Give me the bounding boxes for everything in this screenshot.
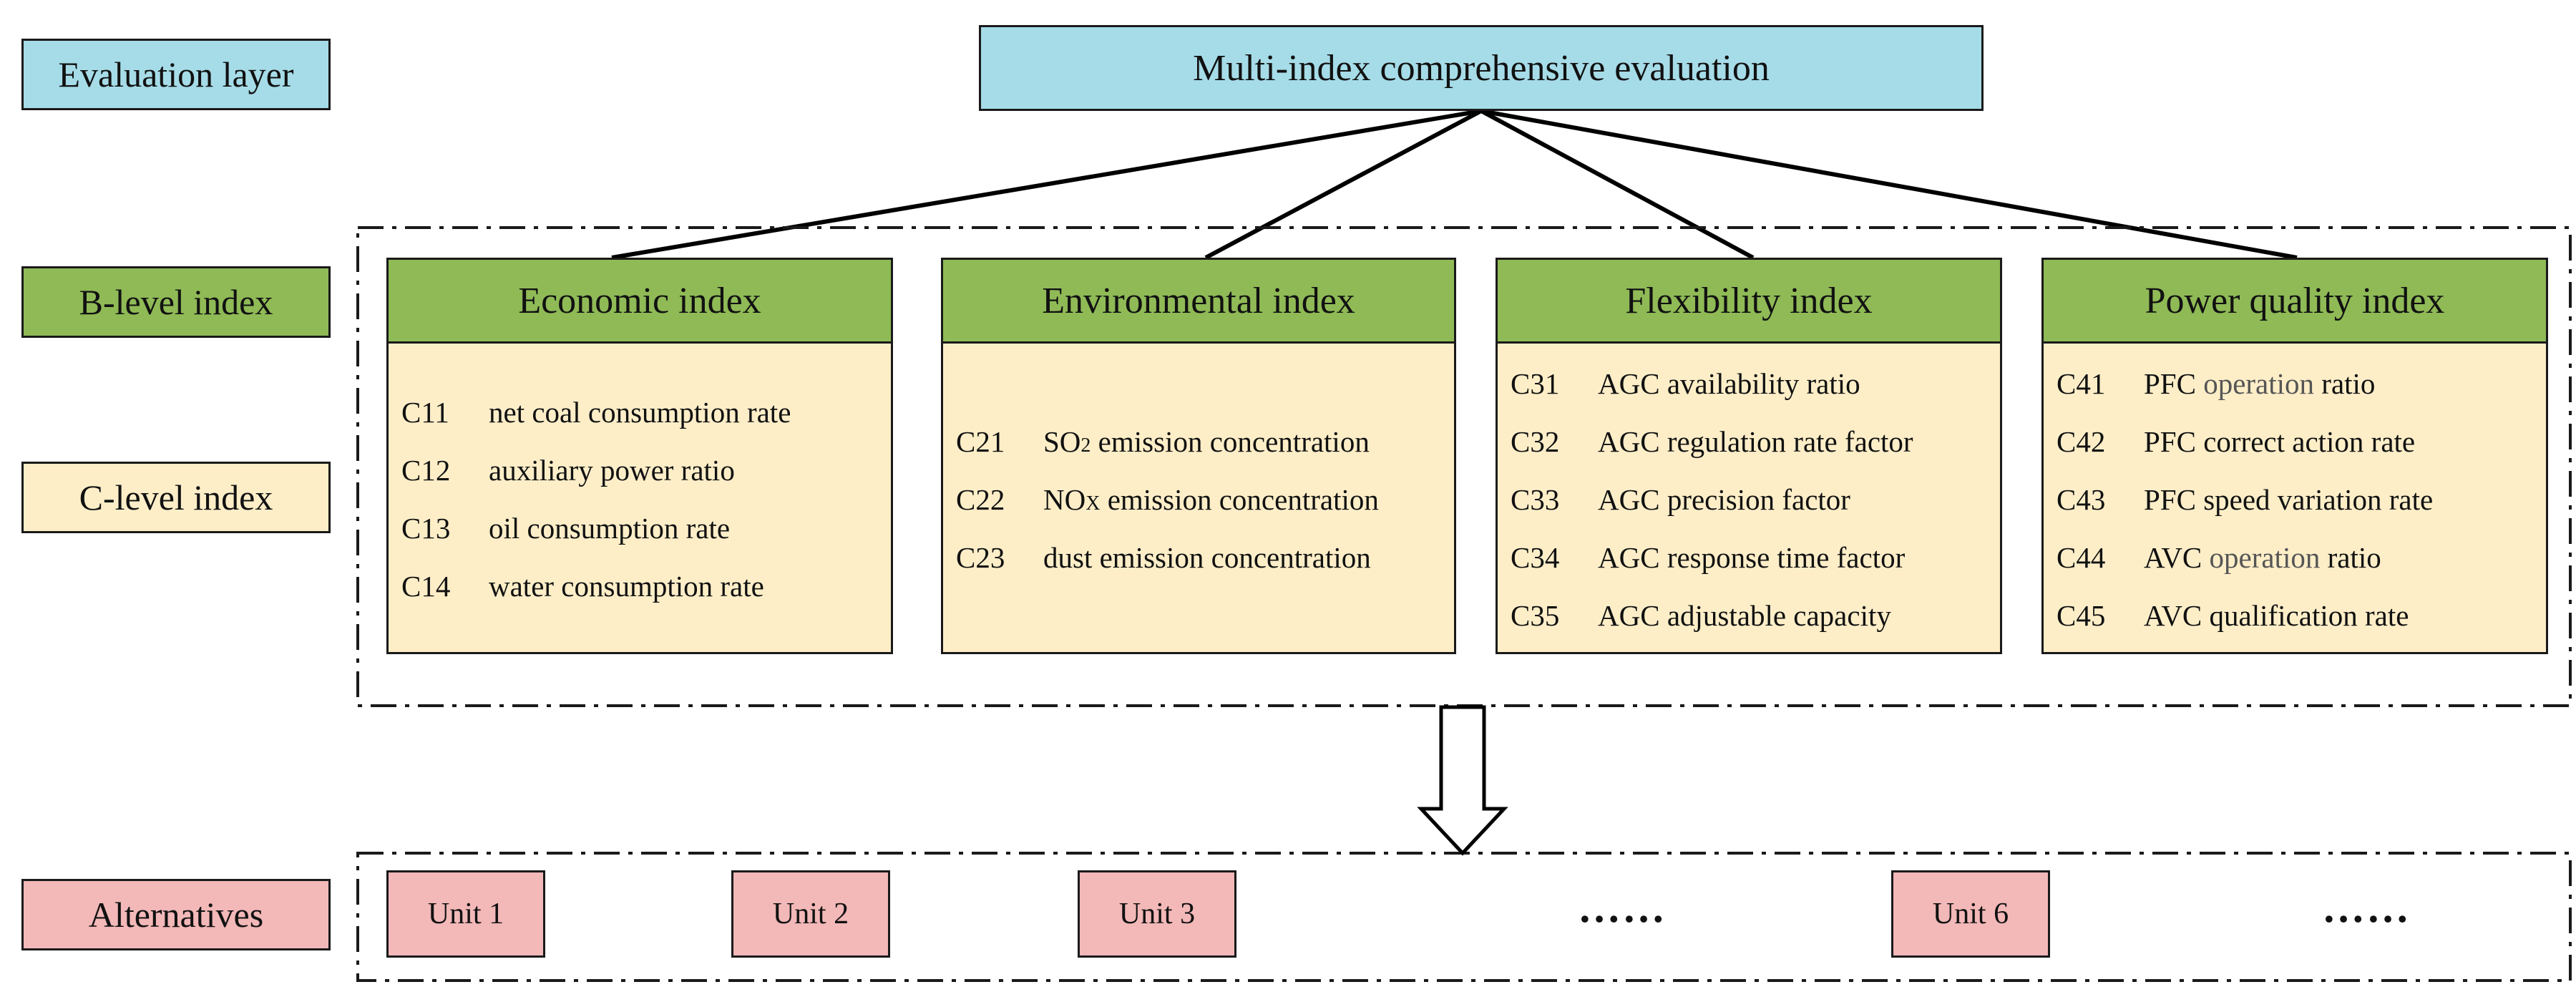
c-index-label: auxiliary power ratio — [489, 454, 735, 487]
down-arrow — [1417, 705, 1508, 856]
c-index-item: C34 AGC response time factor — [1511, 540, 1905, 575]
c-index-economic-list: C11 net coal consumption rate C12 auxiliar… — [386, 344, 893, 654]
b-index-power-quality-title: Power quality index — [2145, 280, 2445, 321]
c-index-label: net coal consumption rate — [489, 396, 791, 429]
ellipsis-2: …… — [2322, 884, 2411, 931]
b-index-flexibility-title: Flexibility index — [1625, 280, 1873, 321]
c-index-flexibility-list: C31 AGC availability ratio C32 AGC regulat… — [1496, 344, 2002, 654]
c-index-power-quality-list: C41 PFC operation ratio C42 PFC correct ac… — [2041, 344, 2548, 654]
ellipsis-1: …… — [1578, 884, 1667, 931]
c-index-label: AGC response time factor — [1598, 541, 1906, 574]
c-index-code: C42 — [2057, 425, 2106, 458]
unit-1-label: Unit 1 — [427, 898, 504, 930]
c-index-label: SO2 emission concentration — [1043, 425, 1370, 458]
c-index-code: C22 — [956, 483, 1005, 516]
evaluation-layer-label: Evaluation layer — [21, 39, 331, 110]
c-index-item: C23 dust emission concentration — [956, 540, 1371, 575]
c-index-code: C23 — [956, 541, 1005, 574]
c-index-code: C44 — [2057, 541, 2106, 574]
c-index-item: C32 AGC regulation rate factor — [1511, 424, 1913, 459]
c-index-label: AGC availability ratio — [1598, 367, 1860, 400]
c-index-code: C13 — [401, 512, 451, 545]
b-level-label: B-level index — [21, 266, 331, 338]
c-index-item: C12 auxiliary power ratio — [401, 453, 735, 487]
unit-3-label: Unit 3 — [1118, 898, 1196, 930]
unit-2-label: Unit 2 — [772, 898, 849, 930]
c-index-item: C13 oil consumption rate — [401, 511, 730, 545]
unit-3-box: Unit 3 — [1078, 870, 1236, 958]
c-index-item: C33 AGC precision factor — [1511, 482, 1850, 517]
c-index-label: PFC speed variation rate — [2144, 483, 2434, 516]
c-index-label: AVC qualification rate — [2144, 599, 2409, 632]
b-index-power-quality: Power quality index — [2041, 258, 2548, 344]
c-index-item: C22 NOX emission concentration — [956, 482, 1379, 517]
unit-6-box: Unit 6 — [1891, 870, 2050, 958]
c-index-item: C21 SO2 emission concentration — [956, 424, 1370, 459]
alternatives-label: Alternatives — [21, 879, 331, 950]
b-level-text: B-level index — [79, 282, 273, 322]
c-index-code: C21 — [956, 425, 1005, 458]
connector-economic — [611, 109, 1482, 260]
c-index-label: oil consumption rate — [489, 512, 731, 545]
c-index-code: C11 — [401, 396, 449, 429]
c-index-label: AVC operation ratio — [2144, 541, 2381, 574]
c-index-item: C43 PFC speed variation rate — [2057, 482, 2433, 517]
c-index-label: AGC adjustable capacity — [1598, 599, 1891, 632]
b-index-flexibility: Flexibility index — [1496, 258, 2002, 344]
c-index-label: dust emission concentration — [1043, 541, 1371, 574]
b-index-environmental: Environmental index — [941, 258, 1456, 344]
c-index-code: C35 — [1511, 599, 1560, 632]
c-level-text: C-level index — [79, 477, 273, 517]
multi-index-evaluation-box: Multi-index comprehensive evaluation — [979, 25, 1984, 111]
b-index-economic-title: Economic index — [518, 280, 761, 321]
c-index-code: C14 — [401, 570, 451, 603]
c-index-label: AGC precision factor — [1598, 483, 1850, 516]
connector-power-quality — [1480, 109, 2298, 260]
multi-index-evaluation-title: Multi-index comprehensive evaluation — [1193, 47, 1770, 89]
c-index-item: C41 PFC operation ratio — [2057, 366, 2375, 401]
c-index-item: C31 AGC availability ratio — [1511, 366, 1860, 401]
c-index-code: C33 — [1511, 483, 1560, 516]
c-index-item: C42 PFC correct action rate — [2057, 424, 2415, 459]
connector-environmental — [1204, 109, 1483, 260]
c-index-code: C45 — [2057, 599, 2106, 632]
c-index-code: C31 — [1511, 367, 1560, 400]
unit-2-box: Unit 2 — [731, 870, 890, 958]
c-index-label: AGC regulation rate factor — [1598, 425, 1913, 458]
c-index-label: PFC correct action rate — [2144, 425, 2416, 458]
c-index-label: PFC operation ratio — [2144, 367, 2376, 400]
c-index-code: C12 — [401, 454, 451, 487]
c-index-item: C14 water consumption rate — [401, 569, 764, 603]
evaluation-layer-text: Evaluation layer — [58, 54, 294, 94]
c-index-label: NOX emission concentration — [1043, 483, 1379, 516]
c-index-code: C41 — [2057, 367, 2106, 400]
c-index-environmental-list: C21 SO2 emission concentration C22 NOX emi… — [941, 344, 1456, 654]
c-index-label: water consumption rate — [489, 570, 764, 603]
c-index-code: C34 — [1511, 541, 1560, 574]
c-index-code: C43 — [2057, 483, 2106, 516]
connector-flexibility — [1480, 109, 1755, 260]
c-index-item: C44 AVC operation ratio — [2057, 540, 2381, 575]
unit-1-box: Unit 1 — [386, 870, 545, 958]
c-index-item: C35 AGC adjustable capacity — [1511, 598, 1891, 633]
alternatives-text: Alternatives — [88, 895, 264, 935]
c-index-item: C45 AVC qualification rate — [2057, 598, 2409, 633]
c-level-label: C-level index — [21, 462, 331, 533]
b-index-economic: Economic index — [386, 258, 893, 344]
c-index-item: C11 net coal consumption rate — [401, 395, 791, 429]
c-index-code: C32 — [1511, 425, 1560, 458]
unit-6-label: Unit 6 — [1932, 898, 2009, 930]
b-index-environmental-title: Environmental index — [1042, 280, 1355, 321]
alternatives-dashed-frame — [356, 852, 2572, 982]
